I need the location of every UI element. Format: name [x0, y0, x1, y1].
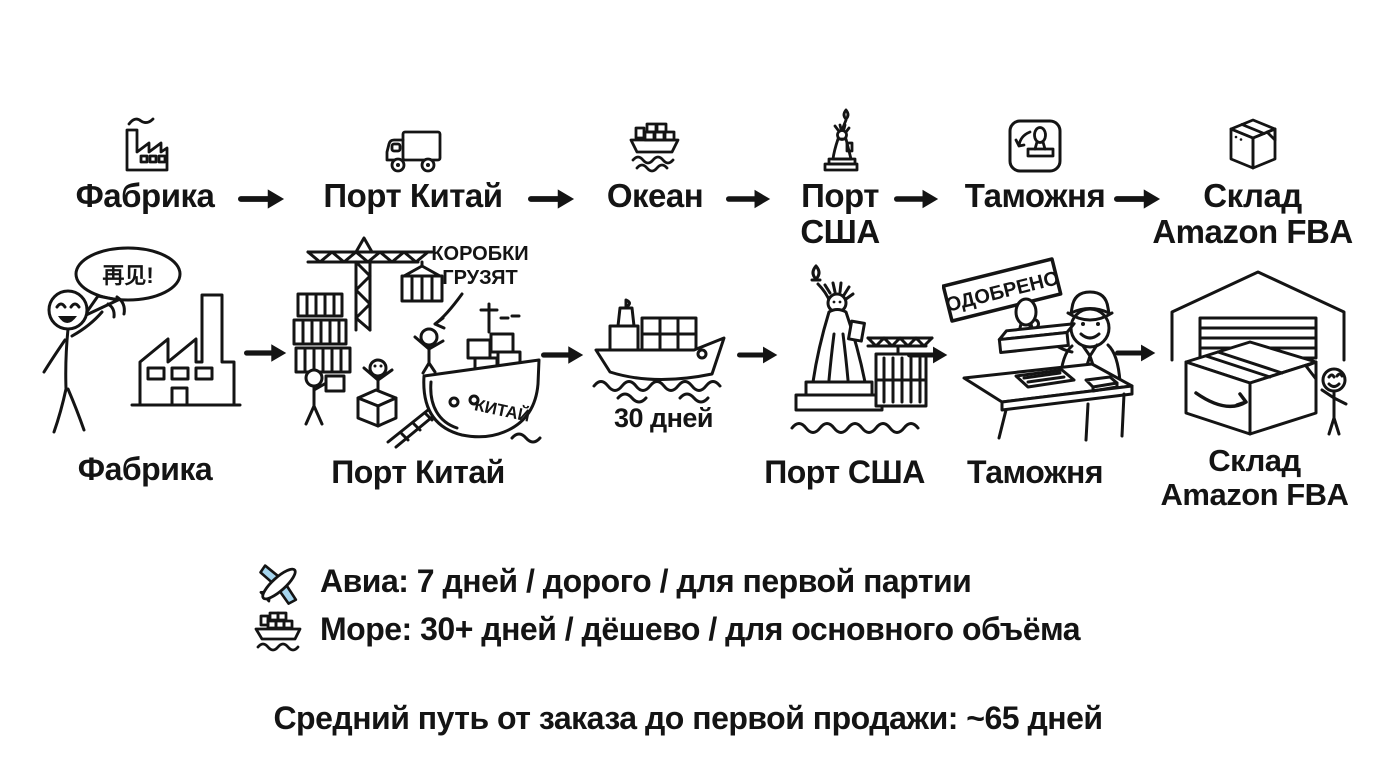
china-port-scene: КИТАЙ КОРОБКИ ГРУЗЯТ: [292, 236, 542, 449]
flow-step-ocean: Океан: [565, 102, 745, 214]
flow-step-us-port: Порт США: [775, 102, 905, 251]
flow-arrow: [238, 186, 286, 217]
annotation-arrow: [433, 292, 464, 330]
flow-step-warehouse: Склад Amazon FBA: [1145, 102, 1360, 251]
truck-icon: [383, 102, 443, 174]
flow-arrow: [907, 342, 949, 373]
sea-ship-icon: [252, 610, 306, 661]
flow-arrow: [541, 342, 585, 373]
flow-arrow: [1115, 340, 1157, 371]
speech-bubble-text: 再见!: [102, 263, 153, 288]
warehouse-scene-label: Amazon FBA: [1160, 477, 1349, 513]
flow-step-label: Amazon FBA: [1152, 213, 1353, 251]
ship-funnel: [616, 306, 636, 328]
flow-step-label: Склад: [1203, 177, 1302, 214]
flow-arrow: [528, 186, 576, 217]
container-stack: [296, 292, 344, 318]
factory-building: [138, 293, 236, 407]
us-port-scene-label: Порт США: [764, 454, 925, 490]
flow-step-label: Порт: [801, 177, 879, 214]
flow-arrow: [244, 340, 288, 371]
statue-of-liberty: [811, 264, 821, 281]
crane: [306, 250, 434, 264]
worker-head: [47, 289, 89, 331]
us-port-scene: [790, 264, 934, 434]
flow-arrow: [726, 186, 772, 217]
customs-scene-label: Таможня: [966, 454, 1104, 490]
flow-step-factory: Фабрика: [45, 102, 245, 214]
cargo-ship-icon: [626, 102, 684, 174]
ocean-duration-caption: 30 дней: [613, 403, 714, 433]
airplane-icon: [250, 556, 308, 617]
flow-step-label: США: [800, 213, 880, 251]
flow-arrow: [1114, 186, 1162, 217]
flow-step-china-port: Порт Китай: [313, 102, 513, 214]
sea-shipping-text: Море: 30+ дней / дёшево / для основного …: [320, 611, 1081, 647]
amazon-smile: [1194, 391, 1248, 409]
factory-scene-label: Фабрика: [77, 451, 213, 487]
customs-scene: ОДОБРЕНО: [942, 257, 1134, 442]
rubber-stamp: [1014, 297, 1038, 327]
worker: [304, 368, 324, 388]
ocean-scene: [592, 298, 726, 404]
flow-step-label: Океан: [606, 177, 704, 214]
warehouse-scene-label: Склад: [1208, 443, 1301, 478]
summary-text: Средний путь от заказа до первой продажи…: [273, 700, 1103, 736]
customs-officer: [1069, 307, 1111, 349]
warehouse-scene: [1170, 270, 1348, 436]
approved-stamp: ОДОБРЕНО: [942, 257, 1063, 323]
factory-icon: [117, 102, 173, 174]
air-shipping-text: Авиа: 7 дней / дорого / для первой парти…: [320, 563, 972, 599]
china-port-scene-label: Порт Китай: [331, 454, 505, 490]
box-icon: [1224, 102, 1282, 174]
factory-scene: 再见!: [42, 246, 242, 434]
cargo-ship: [422, 358, 541, 439]
statue-of-liberty-icon: [818, 102, 862, 174]
flow-arrow: [894, 186, 940, 217]
flow-arrow: [737, 342, 779, 373]
annotation-line2: ГРУЗЯТ: [442, 267, 517, 289]
stamp-icon: [1007, 102, 1063, 174]
flow-step-customs: Таможня: [945, 102, 1125, 214]
flow-step-label: Таможня: [964, 177, 1106, 214]
flow-step-label: Фабрика: [75, 177, 215, 214]
flow-step-label: Порт Китай: [323, 177, 503, 214]
speech-bubble: [74, 246, 182, 302]
warehouse-building: [1170, 270, 1346, 362]
ship-hull: [594, 336, 726, 382]
annotation-line1: КОРОБКИ: [431, 243, 528, 265]
